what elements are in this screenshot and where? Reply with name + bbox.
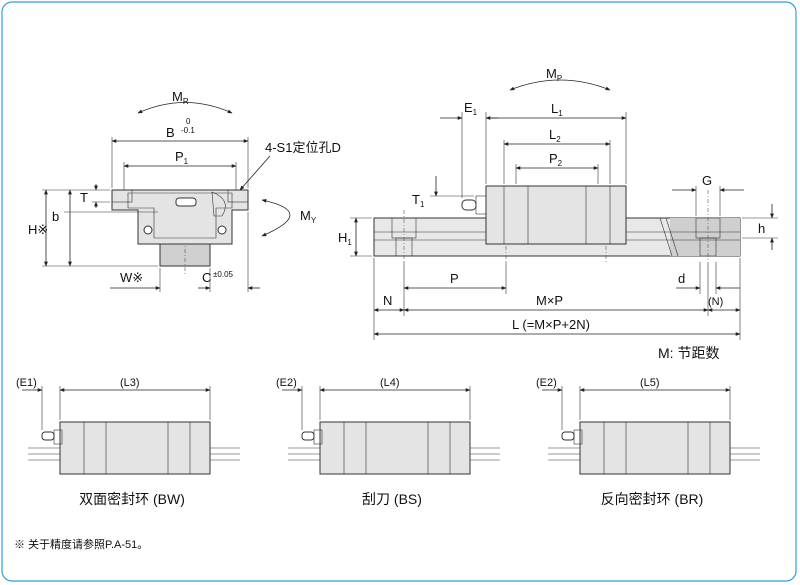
pitch-count-legend: M: 节距数 xyxy=(658,345,719,361)
side-grease-nipple-icon xyxy=(461,199,477,211)
roll-moment-label: MR xyxy=(172,89,189,106)
counter-dia-label: d xyxy=(678,271,685,286)
end-screw-right-icon xyxy=(217,225,227,235)
footnote: ※ 关于精度请参照P.A-51。 xyxy=(14,537,148,551)
mxp-label: M×P xyxy=(536,293,563,308)
grease-nipple-icon xyxy=(175,197,197,207)
variant-view-3: (E2) (L5) 反向密封环 (BR) xyxy=(536,377,760,507)
side-block-cap-left xyxy=(503,185,529,245)
variant-view-1: (E1) (L3) 双面密封环 (BW) xyxy=(16,377,240,507)
variant-views: (E1) (L3) 双面密封环 (BW) (E2) (L4) 刮刀 (BS) (E2) (L5… xyxy=(16,377,760,507)
end-block-ear-right xyxy=(227,189,249,203)
yaw-moment-label: MY xyxy=(300,208,317,225)
yaw-moment-arrow-icon xyxy=(261,199,291,237)
variant-caption: 双面密封环 (BW) xyxy=(79,491,185,507)
variant-ext-label: (E2) xyxy=(536,377,557,389)
body-len-label: L2 xyxy=(549,127,561,144)
pitch-moment-arrow-icon xyxy=(509,79,611,91)
bolt-pitch-label: P1 xyxy=(175,149,189,166)
total-len-label: L (=M×P+2N) xyxy=(512,317,590,332)
height-label: H※ xyxy=(28,222,48,237)
end-screw-left-icon xyxy=(143,225,153,235)
variant-caption: 反向密封环 (BR) xyxy=(601,491,704,507)
end-view: MR B 0 -0.1 P1 4-S1定位孔D MY H※ b T xyxy=(28,89,341,292)
break-line-1 xyxy=(659,217,673,257)
rail-pitch-label: P xyxy=(450,271,459,286)
side-block-seal xyxy=(475,195,487,215)
block-width-label: B xyxy=(166,125,175,140)
variant-cap-right xyxy=(687,421,711,475)
side-block-cap-right xyxy=(585,185,611,245)
variant-view-2: (E2) (L4) 刮刀 (BS) xyxy=(276,377,500,507)
variant-cap-right xyxy=(167,421,191,475)
end-n-label: N xyxy=(383,293,392,308)
end-ext-label: E1 xyxy=(464,100,478,117)
roll-moment-arrow-icon xyxy=(137,102,233,114)
variant-grease-nipple-icon xyxy=(301,431,315,441)
rail-offset-tol: ±0.05 xyxy=(213,270,234,279)
seal-height-label: T1 xyxy=(412,192,425,209)
variant-block xyxy=(579,421,731,475)
variant-cap-right xyxy=(427,421,451,475)
variant-ext-label: (E2) xyxy=(276,377,297,389)
depth-label: h xyxy=(758,221,765,236)
end-block-ear-left xyxy=(111,189,133,203)
variant-grease-nipple-icon xyxy=(561,431,575,441)
break-line-2 xyxy=(665,217,679,257)
variant-cap-left xyxy=(603,421,627,475)
holes-label: 4-S1定位孔D xyxy=(265,140,341,155)
variant-len-label: (L5) xyxy=(640,377,660,389)
rail-hole-dia-label: G xyxy=(702,173,712,188)
end-block-seal xyxy=(211,191,226,217)
side-block xyxy=(485,185,627,245)
block-width-tol-bot: -0.1 xyxy=(181,126,195,135)
holes-leader xyxy=(239,155,271,191)
rail-offset-label: C xyxy=(202,270,211,285)
block-len-label: L1 xyxy=(551,101,563,118)
variant-len-label: (L4) xyxy=(380,377,400,389)
rail-top-label: H1 xyxy=(338,230,352,247)
variant-caption: 刮刀 (BS) xyxy=(362,491,422,507)
variant-block xyxy=(319,421,471,475)
variant-len-label: (L3) xyxy=(120,377,140,389)
side-view: MP E1 L1 L2 P2 T1 H1 G xyxy=(338,66,778,361)
variant-grease-nipple-icon xyxy=(41,431,55,441)
top-thick-label: T xyxy=(80,190,88,205)
end-n-paren-label: (N) xyxy=(708,296,723,308)
variant-block xyxy=(59,421,211,475)
variant-ext-label: (E1) xyxy=(16,377,37,389)
block-width-tol-top: 0 xyxy=(186,117,191,126)
end-block-inner xyxy=(127,192,233,239)
pitch-moment-label: MP xyxy=(546,66,562,83)
variant-cap-left xyxy=(83,421,107,475)
rail-height-label: b xyxy=(52,209,59,224)
variant-cap-left xyxy=(343,421,367,475)
hole-pitch-label: P2 xyxy=(549,151,563,168)
rail-width-label: W※ xyxy=(120,270,143,285)
side-rail-section xyxy=(670,218,740,256)
